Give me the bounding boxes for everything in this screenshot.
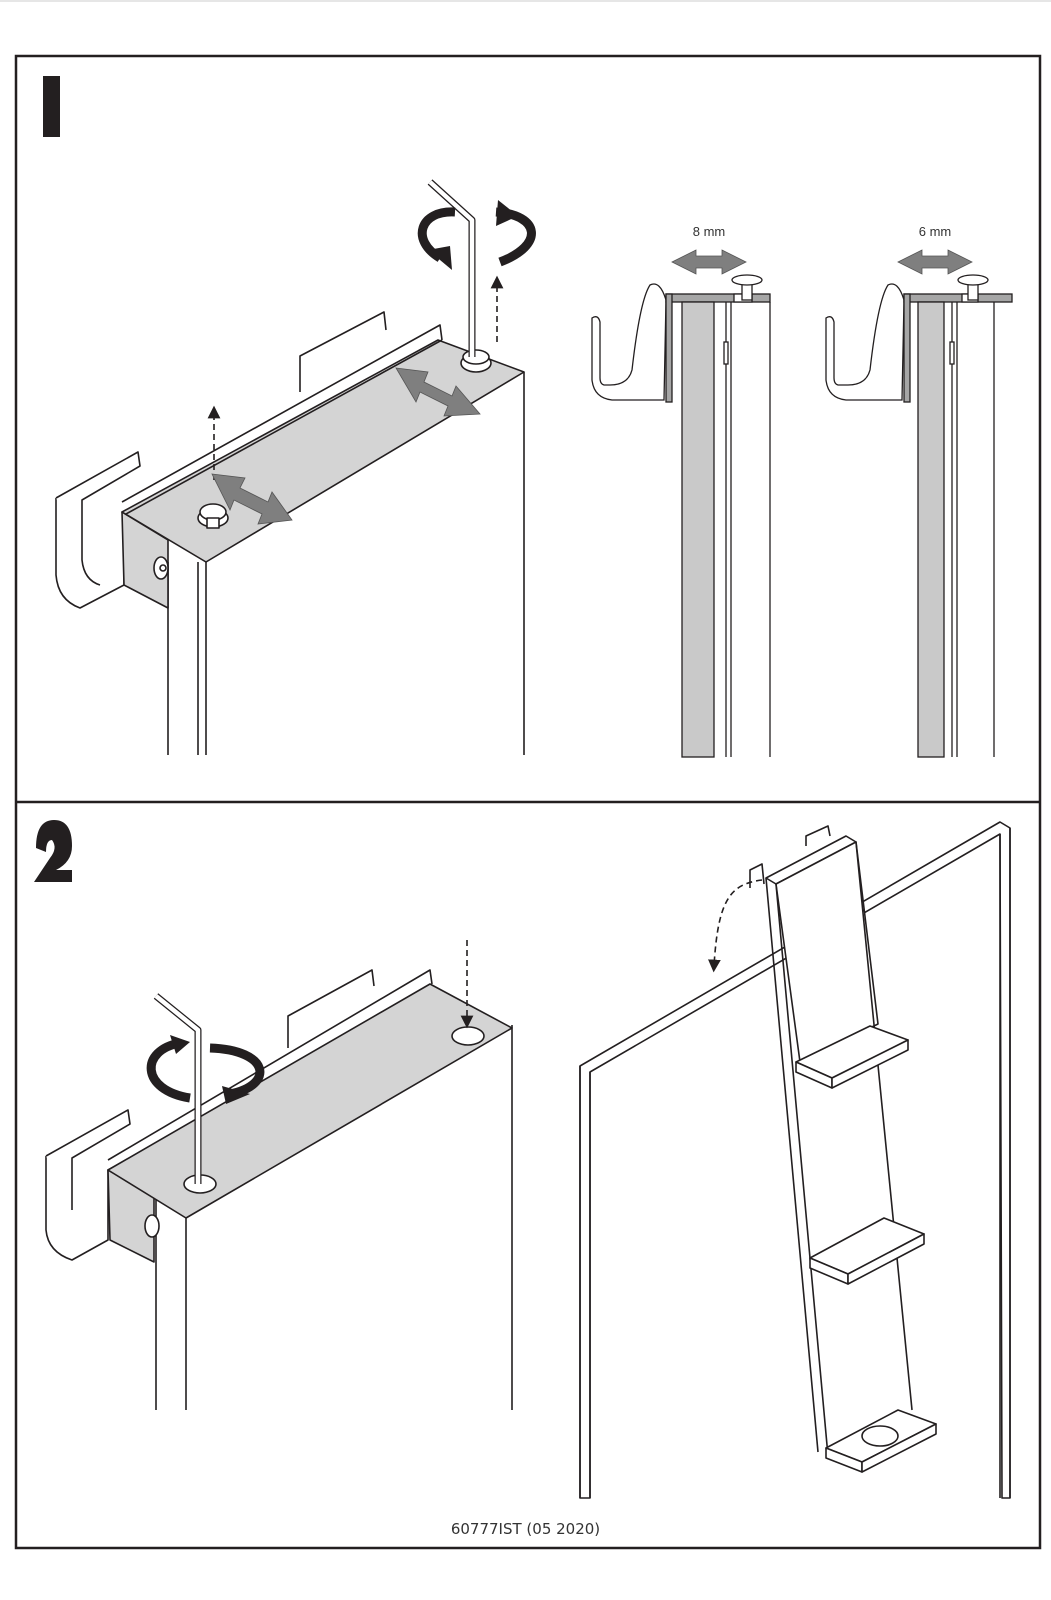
hang-arrow-icon (708, 879, 763, 973)
step-2-panel: 2 (34, 820, 1011, 1499)
cross-section-8mm: 8 mm (591, 224, 771, 758)
document-code: 60777IST (05 2020) (450, 1520, 601, 1538)
measurement-arrow-icon (897, 249, 973, 275)
rotate-icon (417, 200, 536, 270)
adjust-double-arrow-icon (211, 367, 481, 525)
door-hanger-illustration (579, 821, 1011, 1499)
measurement-arrow-icon (671, 249, 747, 275)
measurement-label-6mm: 6 mm (919, 224, 952, 239)
step-2-bracket-illustration (45, 969, 513, 1410)
cross-section-6mm: 6 mm (825, 224, 1013, 758)
step-1-panel: 1 (43, 76, 1013, 758)
step-2-number (34, 820, 72, 882)
rotate-icon (146, 1035, 265, 1104)
step-1-bracket-illustration (55, 179, 525, 755)
page-top-edge (0, 0, 1051, 2)
measurement-label-8mm: 8 mm (693, 224, 726, 239)
step-1-number (43, 76, 60, 137)
